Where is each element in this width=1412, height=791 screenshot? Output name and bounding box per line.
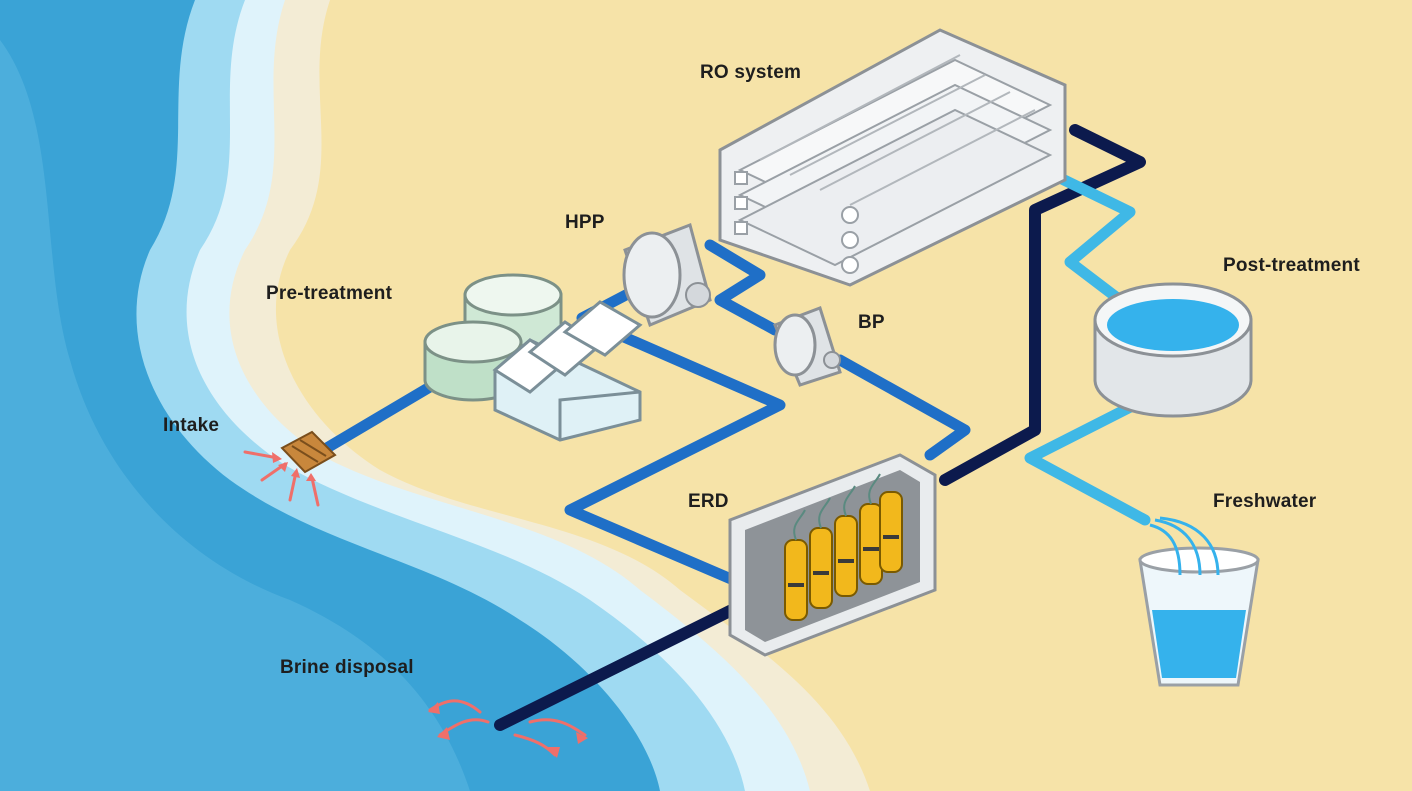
label-erd: ERD [688, 491, 729, 512]
erd-unit [728, 453, 937, 657]
erd-cylinders-icon [784, 491, 903, 621]
product-pipe [1024, 172, 1166, 526]
sea-highlight [0, 40, 470, 791]
hpp-pump-icon [622, 223, 712, 328]
label-post-treatment: Post-treatment [1223, 255, 1360, 276]
feed-pipe-intake [309, 372, 451, 461]
label-freshwater: Freshwater [1213, 491, 1317, 512]
pretreatment-building-icon [492, 300, 643, 442]
glass-icon [1138, 516, 1260, 687]
label-ro-system: RO system [700, 62, 802, 83]
label-pre-treatment: Pre-treatment [266, 283, 393, 304]
intake-structure-icon [243, 430, 337, 507]
label-intake: Intake [163, 415, 220, 436]
bp-pump-icon [773, 306, 842, 387]
label-bp: BP [858, 312, 885, 333]
ro-system [718, 28, 1067, 287]
label-brine-disposal: Brine disposal [280, 657, 414, 678]
pretreatment-tank-icon [423, 273, 563, 402]
label-hpp: HPP [565, 212, 605, 233]
brine-pipe [494, 124, 1146, 731]
post-treatment-tank-icon [1093, 282, 1253, 418]
